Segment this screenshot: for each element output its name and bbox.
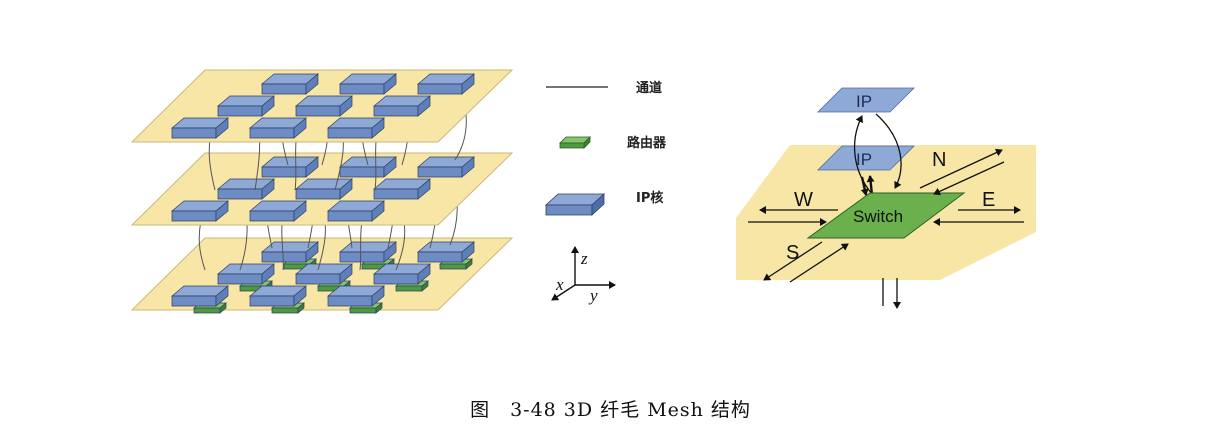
legend: 通道 路由器 IP核 z y x (544, 80, 667, 305)
axis-y-label: y (588, 286, 598, 305)
ip-core-1-1 (295, 178, 353, 200)
ip-core-1-0 (217, 95, 275, 117)
ip-core-2-1 (249, 117, 307, 139)
axis-indicator (551, 246, 616, 301)
ip-core-2-0 (171, 285, 229, 307)
switch-label: Switch (853, 207, 903, 226)
ip-top-label: IP (856, 92, 872, 111)
ip-core-2-2 (327, 117, 385, 139)
ip-core-0-2 (417, 241, 475, 263)
ip-bottom-plate (817, 145, 915, 171)
ip-core-0-0 (261, 241, 319, 263)
ip-core-2-0 (171, 200, 229, 222)
axis-z-label: z (580, 249, 588, 268)
legend-ip-icon (544, 193, 606, 216)
ip-core-1-2 (373, 95, 431, 117)
ip-core-1-0 (217, 263, 275, 285)
ip-core-2-0 (171, 117, 229, 139)
direction-w-label: W (794, 189, 813, 211)
ip-switch-links (853, 113, 902, 195)
switch-plate (806, 192, 966, 239)
ip-core-0-0 (261, 73, 319, 95)
direction-e-label: E (982, 189, 995, 211)
direction-arrows (748, 148, 1024, 309)
ip-core-2-2 (327, 285, 385, 307)
ip-core-0-1 (339, 73, 397, 95)
axis-x-label: x (555, 275, 564, 294)
ip-core-0-2 (417, 73, 475, 95)
ip-core-1-0 (217, 178, 275, 200)
legend-ip-label: IP核 (636, 190, 663, 206)
ip-core-1-2 (373, 178, 431, 200)
ip-core-0-0 (261, 156, 319, 178)
ip-bottom-switch-link (860, 175, 875, 196)
ip-core-1-1 (295, 263, 353, 285)
ip-core-0-1 (339, 241, 397, 263)
ip-core-1-1 (295, 95, 353, 117)
ip-top-plate (817, 87, 915, 113)
ip-core-0-1 (339, 156, 397, 178)
figure-caption: 图 3-48 3D 纤毛 Mesh 结构 (470, 399, 751, 421)
switch-diagram: IP IP Switch (736, 87, 1036, 309)
legend-router-icon (559, 136, 591, 149)
direction-s-label: S (786, 242, 799, 264)
ip-core-2-1 (249, 200, 307, 222)
ip-core-2-2 (327, 200, 385, 222)
ip-bottom-label: IP (856, 150, 872, 169)
3d-mesh-diagram (130, 69, 514, 314)
ip-core-1-2 (373, 263, 431, 285)
direction-n-label: N (932, 149, 946, 171)
ip-core-0-2 (417, 156, 475, 178)
legend-router-label: 路由器 (627, 135, 667, 151)
ip-core-2-1 (249, 285, 307, 307)
legend-channel-label: 通道 (636, 80, 662, 96)
